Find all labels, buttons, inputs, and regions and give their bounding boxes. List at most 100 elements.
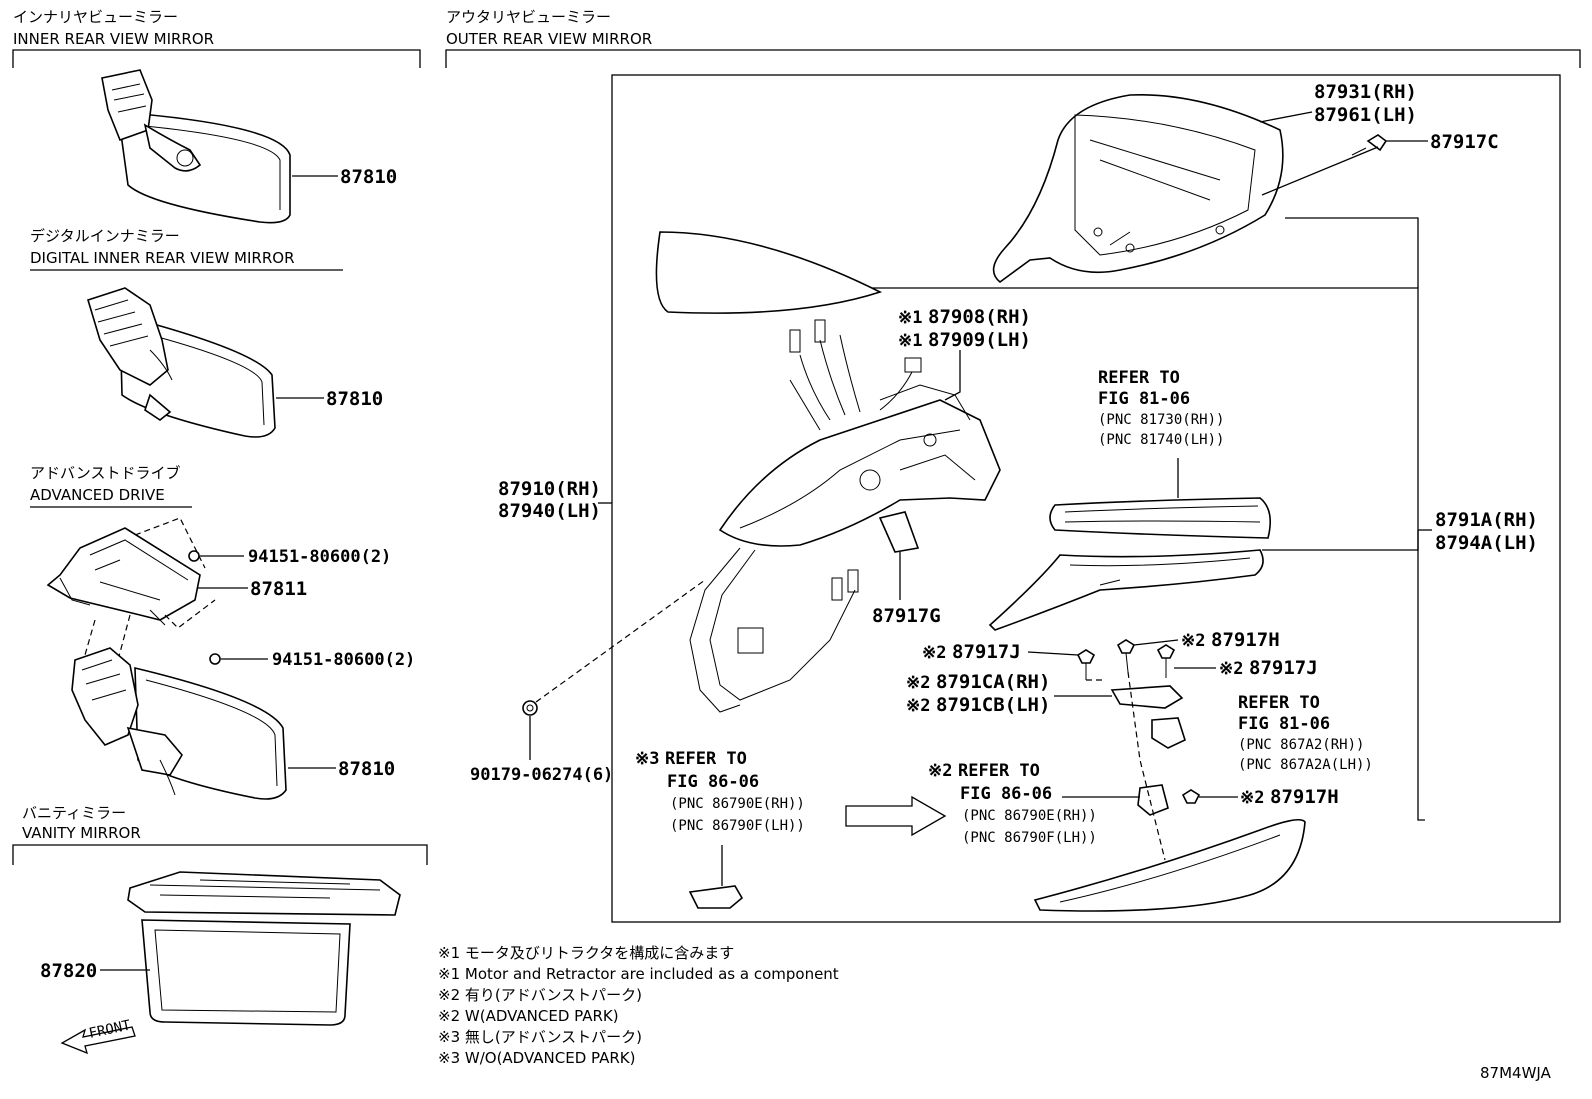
leader-87917j-a — [1027, 651, 1079, 656]
advanced-drive-title-jp: アドバンストドライブ — [30, 464, 180, 482]
inner-mirror-title-en: INNER REAR VIEW MIRROR — [13, 30, 214, 48]
note-2-en: ※2 W(ADVANCED PARK) — [438, 1007, 619, 1025]
part-87917h-a: 87917H — [1211, 629, 1280, 651]
part-94151-80600-b: 94151-80600(2) — [272, 650, 415, 670]
ref2-pnc-lh: (PNC 867A2A(LH)) — [1238, 757, 1373, 773]
outer-mirror-frame — [611, 74, 1561, 923]
digital-mirror-title-en: DIGITAL INNER REAR VIEW MIRROR — [30, 249, 295, 267]
camera-bracket-drawing — [1076, 639, 1201, 861]
mark-87909: ※1 — [898, 331, 922, 351]
ref4-fig: FIG 86-06 — [960, 784, 1052, 804]
mark-87917h-b: ※2 — [1240, 788, 1264, 808]
note-3-jp: ※3 無し(アドバンストパーク) — [438, 1028, 642, 1046]
advanced-drive-drawing — [46, 517, 287, 800]
part-87917g: 87917G — [872, 605, 941, 627]
outer-mirror-title-jp: アウタリヤビューミラー — [446, 8, 611, 26]
part-87931-rh: 87931(RH) — [1314, 81, 1417, 103]
arrow-right-icon — [845, 795, 947, 837]
note-2-jp: ※2 有り(アドバンストパーク) — [438, 986, 642, 1004]
ref1-fig: FIG 81-06 — [1098, 389, 1190, 409]
ref4-title: REFER TO — [958, 761, 1040, 781]
part-87820: 87820 — [40, 960, 97, 982]
inner-mirror-title-jp: インナリヤビューミラー — [13, 8, 178, 26]
mark-87917j-a: ※2 — [922, 643, 946, 663]
digital-inner-mirror-drawing — [87, 287, 276, 438]
digital-mirror-title-jp: デジタルインナミラー — [30, 227, 180, 245]
advanced-drive-title-en: ADVANCED DRIVE — [30, 486, 165, 504]
front-arrow-icon — [60, 1026, 136, 1055]
mark-8791cb: ※2 — [906, 696, 930, 716]
mark-8791ca: ※2 — [906, 673, 930, 693]
ref1-pnc-rh: (PNC 81730(RH)) — [1098, 412, 1224, 428]
cover-bracket-line — [1285, 217, 1419, 288]
motor-retractor-drawing — [689, 319, 1001, 713]
pad-87917g — [878, 511, 920, 553]
part-87810-inner: 87810 — [340, 166, 397, 188]
ref3-pnc-rh: (PNC 86790E(RH)) — [670, 796, 805, 812]
leader-87931 — [1259, 111, 1313, 123]
leader-87908 — [944, 350, 961, 401]
note-1-jp: ※1 モータ及びリトラクタを構成に含みます — [438, 944, 734, 962]
mirror-glass-drawing — [655, 231, 883, 314]
nut-94151-b — [209, 653, 221, 665]
part-87917h-b: 87917H — [1270, 786, 1339, 808]
bottom-cover-drawing — [1033, 819, 1306, 912]
note-1-en: ※1 Motor and Retractor are included as a… — [438, 965, 839, 983]
inner-rear-view-mirror-drawing — [101, 69, 291, 224]
mirror-housing-drawing — [992, 93, 1284, 284]
nut-94151-a — [188, 550, 200, 562]
leader-8791a — [1262, 530, 1419, 551]
note-3-en: ※3 W/O(ADVANCED PARK) — [438, 1049, 635, 1067]
part-87909-lh: 87909(LH) — [928, 329, 1031, 351]
ref2-title: REFER TO — [1238, 693, 1320, 713]
leader-87917c-to-cover — [1261, 146, 1379, 196]
outer-mirror-title-en: OUTER REAR VIEW MIRROR — [446, 30, 652, 48]
part-8791ca-rh: 8791CA(RH) — [936, 671, 1050, 693]
ref4-mark: ※2 — [928, 761, 952, 781]
part-87961-lh: 87961(LH) — [1314, 104, 1417, 126]
ref4-pnc-rh: (PNC 86790E(RH)) — [962, 808, 1097, 824]
mark-87917h-a: ※2 — [1181, 631, 1205, 651]
ref1-title: REFER TO — [1098, 368, 1180, 388]
ref4-pnc-lh: (PNC 86790F(LH)) — [962, 830, 1097, 846]
part-8791a-rh: 8791A(RH) — [1435, 509, 1538, 531]
part-8791cb-lh: 8791CB(LH) — [936, 694, 1050, 716]
ref3-title: REFER TO — [665, 749, 747, 769]
inner-mirror-bracket — [12, 49, 421, 68]
inner-bracket-line — [860, 287, 1425, 821]
part-87810-advanced: 87810 — [338, 758, 395, 780]
part-94151-80600-a: 94151-80600(2) — [248, 547, 391, 567]
lower-garnish-drawing — [988, 549, 1264, 631]
mark-87908: ※1 — [898, 308, 922, 328]
part-87908-rh: 87908(RH) — [928, 306, 1031, 328]
vanity-mirror-title-jp: バニティミラー — [22, 804, 126, 822]
nut-90179-dash — [535, 579, 706, 703]
vanity-mirror-bracket — [12, 844, 428, 865]
camera-without-park-drawing — [688, 885, 744, 909]
nut-90179 — [522, 700, 538, 716]
part-87917c: 87917C — [1430, 131, 1499, 153]
ref2-pnc-rh: (PNC 867A2(RH)) — [1238, 737, 1364, 753]
mark-87917j-b: ※2 — [1219, 659, 1243, 679]
part-90179-06274: 90179-06274(6) — [470, 765, 613, 785]
ref3-fig: FIG 86-06 — [667, 772, 759, 792]
part-87811: 87811 — [250, 578, 307, 600]
part-8794a-lh: 8794A(LH) — [1435, 532, 1538, 554]
outer-mirror-bracket — [445, 49, 1581, 68]
vanity-mirror-title-en: VANITY MIRROR — [22, 824, 141, 842]
leader-87917h-a — [1133, 639, 1179, 646]
part-87940-lh: 87940(LH) — [498, 500, 601, 522]
part-87910-rh: 87910(RH) — [498, 478, 601, 500]
part-87917j-b: 87917J — [1249, 657, 1318, 679]
part-87810-digital: 87810 — [326, 388, 383, 410]
turn-signal-lamp-drawing — [1049, 497, 1271, 539]
vanity-mirror-drawing — [127, 871, 401, 1026]
part-87917j-a: 87917J — [952, 641, 1021, 663]
diagram-code: 87M4WJA — [1480, 1064, 1552, 1082]
ref1-pnc-lh: (PNC 81740(LH)) — [1098, 432, 1224, 448]
ref3-pnc-lh: (PNC 86790F(LH)) — [670, 818, 805, 834]
ref2-fig: FIG 81-06 — [1238, 714, 1330, 734]
ref3-mark: ※3 — [635, 749, 659, 769]
